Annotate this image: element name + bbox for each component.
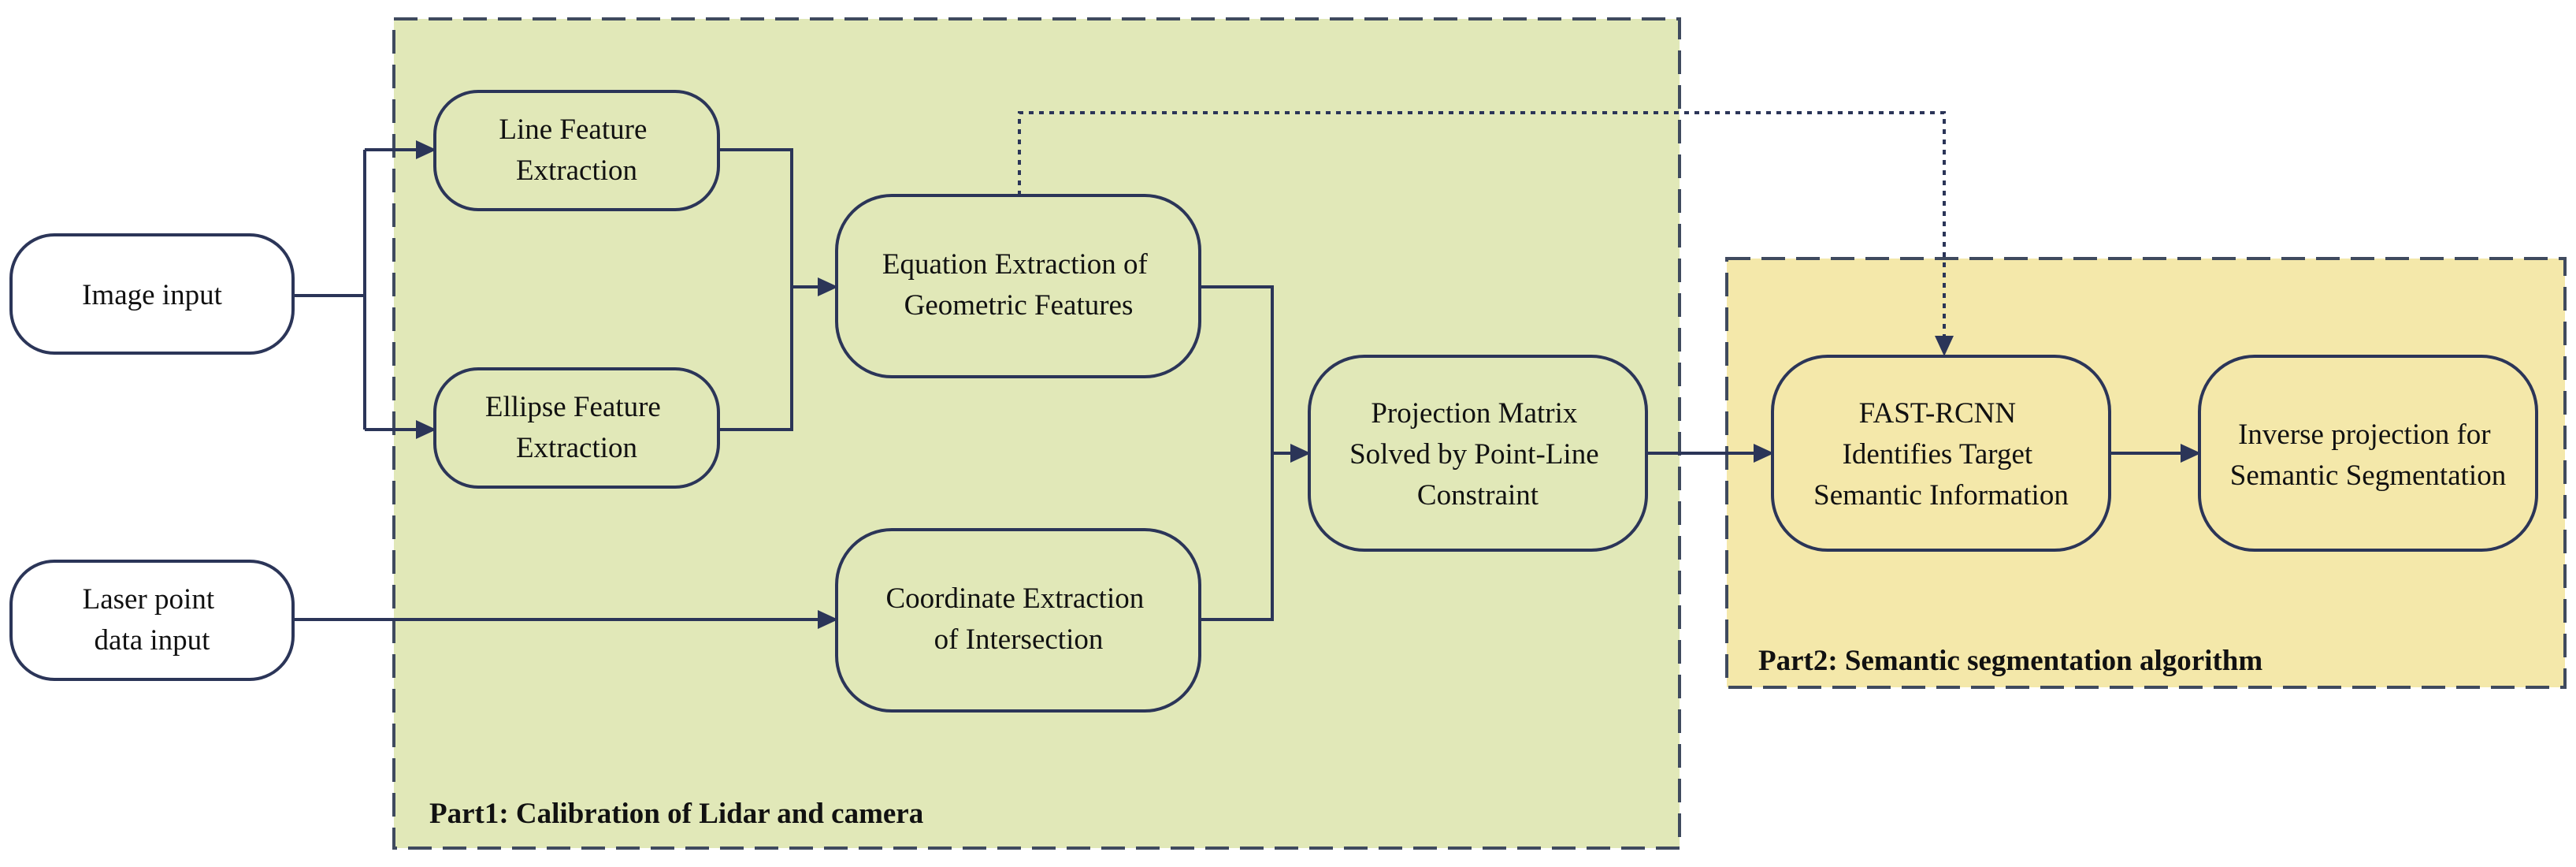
edge-equation-to-fastrcnn-dotted [1018, 111, 1954, 356]
svg-text:Projection Matrix Solved: Projection Matrix Solved by Point-Line C… [1349, 397, 1606, 512]
svg-text:Image input: Image input [82, 279, 222, 311]
svg-text:Line Feature Extraction: Line Feature Extraction [499, 113, 654, 187]
svg-text:Inverse projection for S: Inverse projection for Semantic Segmenta… [2230, 419, 2506, 492]
node-equation-extraction: Equation Extraction of Geometric Feature… [835, 194, 1201, 378]
edge-line-feature-out [718, 148, 793, 431]
svg-text:FAST-RCNN Identifies Tar: FAST-RCNN Identifies Target Semantic Inf… [1813, 397, 2069, 512]
svg-text:Ellipse Feature Extracti: Ellipse Feature Extraction [485, 391, 668, 464]
part1-label: Part1: Calibration of Lidar and camera [429, 798, 923, 830]
line-feature-label-2: Extraction [516, 154, 637, 187]
node-coordinate-extraction: Coordinate Extraction of Intersection [835, 528, 1201, 713]
inverse-projection-label-2: Semantic Segmentation [2230, 460, 2506, 492]
connectors [293, 111, 2201, 629]
projection-matrix-label-2: Solved by Point-Line [1349, 438, 1599, 471]
node-projection-matrix: Projection Matrix Solved by Point-Line C… [1308, 355, 1648, 552]
inverse-projection-label-1: Inverse projection for [2238, 419, 2491, 451]
projection-matrix-label-3: Constraint [1417, 479, 1539, 512]
equation-extraction-label-1: Equation Extraction of [882, 248, 1149, 281]
svg-text:Laser point data input: Laser point data input [83, 583, 222, 657]
ellipse-feature-label-1: Ellipse Feature [485, 391, 661, 423]
node-inverse-projection: Inverse projection for Semantic Segmenta… [2198, 355, 2538, 552]
part2-label: Part2: Semantic segmentation algorithm [1758, 645, 2262, 677]
node-laser-input: Laser point data input [9, 560, 295, 681]
coordinate-extraction-label-2: of Intersection [934, 623, 1104, 656]
laser-input-label-2: data input [95, 624, 211, 657]
node-line-feature: Line Feature Extraction [433, 90, 720, 211]
fast-rcnn-label-2: Identifies Target [1843, 438, 2033, 471]
svg-text:Equation Extraction of G: Equation Extraction of Geometric Feature… [882, 248, 1155, 322]
line-feature-label-1: Line Feature [499, 113, 647, 146]
ellipse-feature-label-2: Extraction [516, 432, 637, 464]
node-fast-rcnn: FAST-RCNN Identifies Target Semantic Inf… [1771, 355, 2111, 552]
node-image-input: Image input [9, 233, 295, 355]
fast-rcnn-label-3: Semantic Information [1813, 479, 2069, 512]
projection-matrix-label-1: Projection Matrix [1371, 397, 1578, 430]
image-input-label: Image input [82, 279, 222, 311]
svg-text:Coordinate Extraction of: Coordinate Extraction of Intersection [885, 582, 1151, 656]
node-ellipse-feature: Ellipse Feature Extraction [433, 367, 720, 489]
laser-input-label-1: Laser point [83, 583, 215, 616]
fast-rcnn-label-1: FAST-RCNN [1859, 397, 2016, 430]
equation-extraction-label-2: Geometric Features [904, 289, 1134, 322]
coordinate-extraction-label-1: Coordinate Extraction [885, 582, 1144, 615]
